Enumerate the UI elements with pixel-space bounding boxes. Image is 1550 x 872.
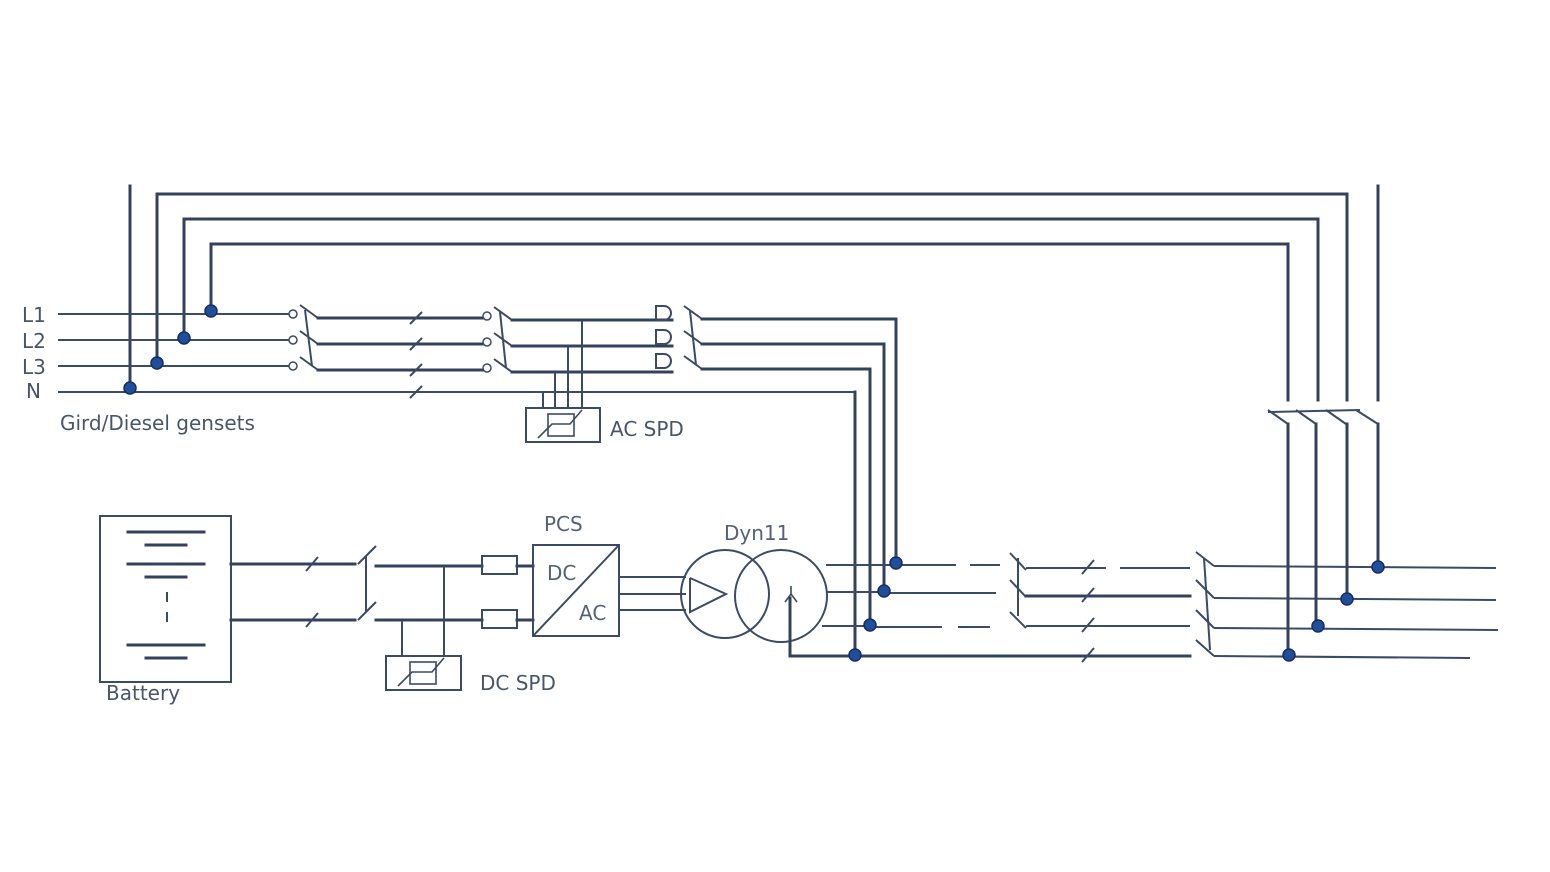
bypass-bus: [128, 184, 1380, 402]
load-breaker: [1195, 551, 1499, 659]
pcs-converter: [532, 544, 620, 637]
ac-spd-label: AC SPD: [610, 417, 684, 441]
cable-markers-top: [409, 311, 423, 399]
junction-dots: [123, 304, 1385, 662]
phase-label-l1: L1: [22, 303, 46, 327]
grid-source-label: Gird/Diesel gensets: [60, 411, 255, 435]
input-isolator: [288, 304, 492, 373]
grid-input-lines: [58, 313, 857, 657]
breaker-coil-symbols: [655, 305, 672, 369]
dc-spd: [385, 566, 462, 691]
pcs-label: PCS: [544, 512, 583, 536]
pcs-ac-label: AC: [579, 601, 606, 625]
output-breaker: [683, 305, 898, 627]
output-bus: [788, 552, 1192, 663]
dc-lines: [229, 545, 484, 628]
ac-spd: [525, 320, 601, 443]
ac-breaker: [493, 306, 674, 374]
phase-label-n: N: [26, 379, 41, 403]
dc-spd-label: DC SPD: [480, 671, 556, 695]
bypass-breaker: [1267, 409, 1380, 658]
battery-label: Battery: [106, 681, 180, 705]
transformer-symbol: [680, 549, 828, 643]
pcs-dc-label: DC: [547, 561, 576, 585]
phase-label-l3: L3: [22, 355, 46, 379]
phase-label-l2: L2: [22, 329, 46, 353]
pcs-output-lines: [619, 576, 686, 611]
fuse-symbols: [481, 555, 535, 629]
battery-symbol: [99, 515, 232, 683]
transformer-label: Dyn11: [724, 521, 789, 545]
